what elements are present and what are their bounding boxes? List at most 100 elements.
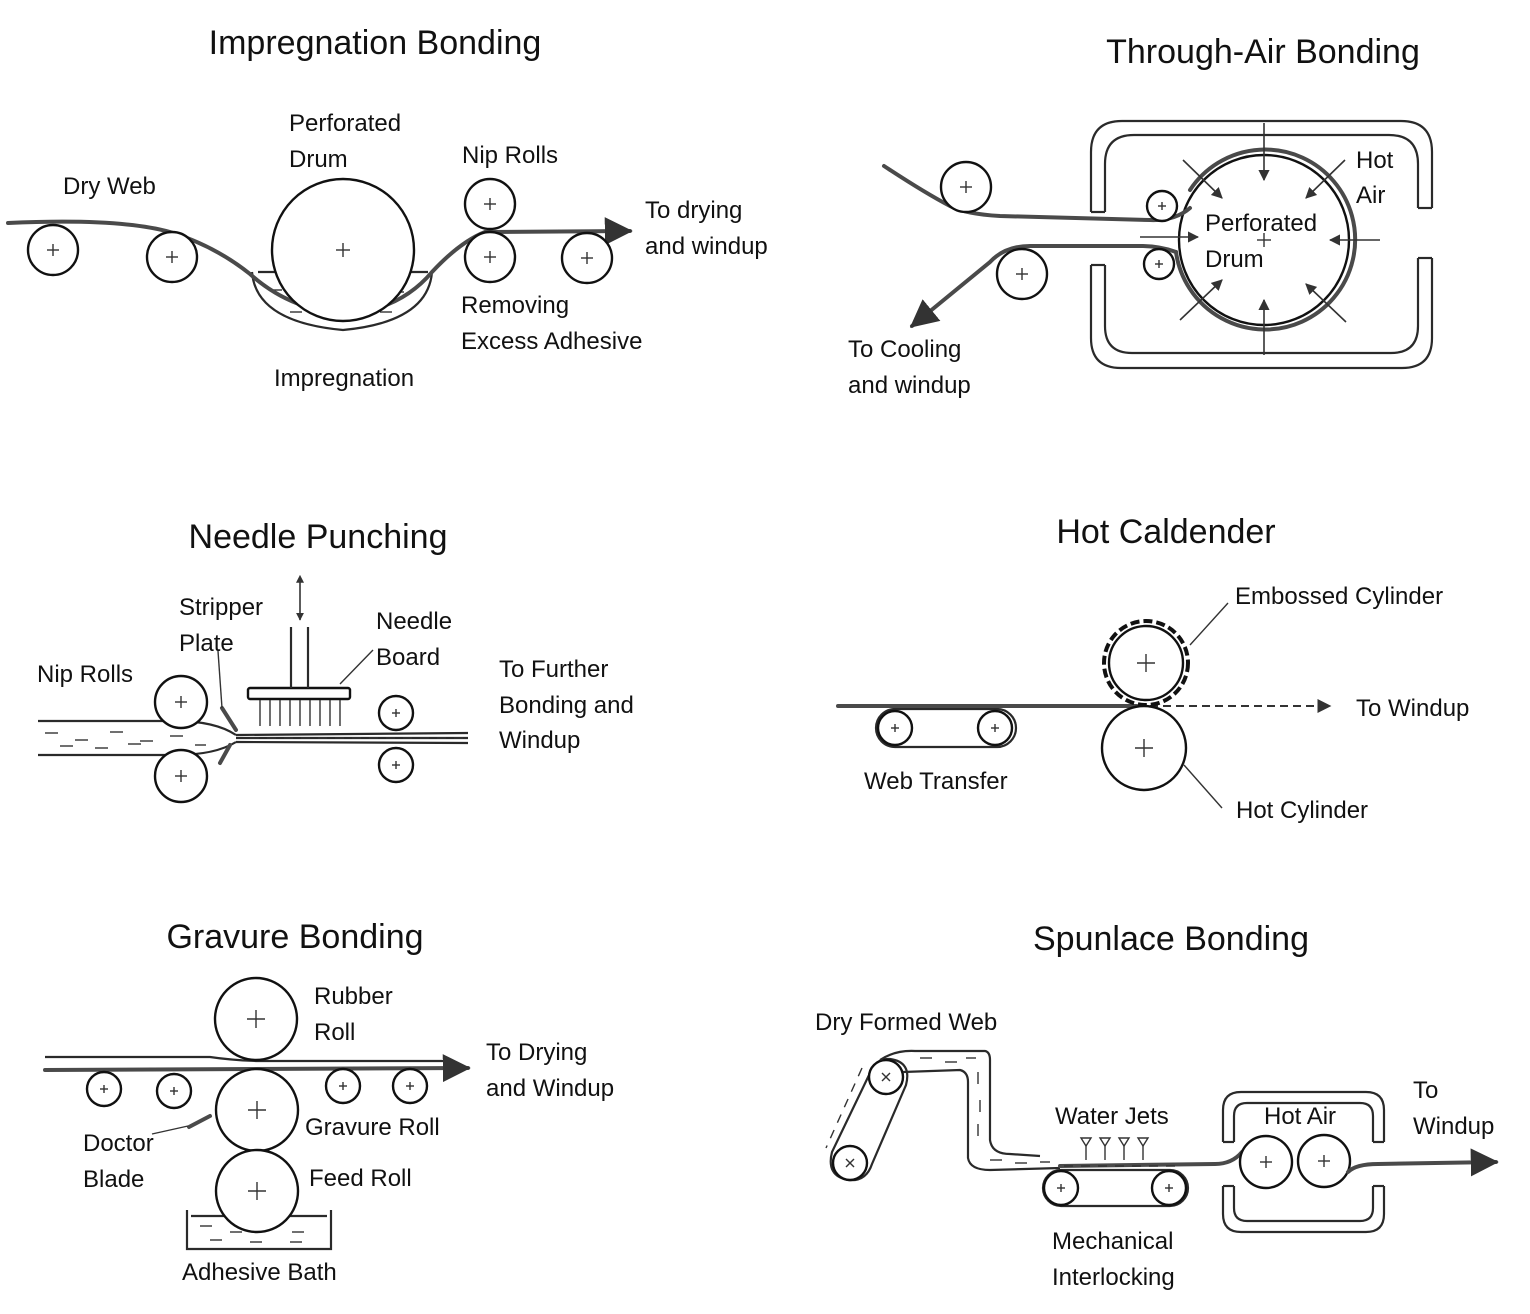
bath-label: Adhesive Bath (182, 1259, 337, 1286)
feed-roll (214, 1148, 300, 1234)
spunlace-web-out (1346, 1148, 1499, 1177)
belt-roll (1150, 1169, 1188, 1207)
out-label-2: Bonding and (499, 692, 634, 719)
belt-roll (867, 1058, 905, 1096)
gravure-roll (214, 1067, 300, 1153)
out-label-2: and Windup (486, 1075, 614, 1102)
rubber-roll (213, 976, 299, 1062)
guide-roll (560, 231, 614, 285)
hot-air-label: Hot Air (1264, 1103, 1336, 1130)
panel-impregnation: Impregnation Bonding Dry Web Perforated … (6, 24, 768, 392)
gravure-title: Gravure Bonding (166, 918, 423, 956)
rubber-label-1: Rubber (314, 983, 393, 1010)
board-label-1: Needle (376, 608, 452, 635)
remove-label-2: Excess Adhesive (461, 328, 642, 355)
nip-roll-top (463, 177, 517, 231)
small-roll (377, 694, 415, 732)
remove-label-1: Removing (461, 292, 569, 319)
nip-rolls-label: Nip Rolls (37, 661, 133, 688)
embossed-label: Embossed Cylinder (1235, 583, 1443, 610)
drum-label-2: Drum (289, 146, 348, 173)
spunlace-web-outer (879, 1049, 1041, 1158)
through-air-title: Through-Air Bonding (1106, 33, 1420, 71)
adhesive-bath (185, 1210, 333, 1251)
dryer-roll (1238, 1134, 1294, 1190)
impregnation-web (6, 217, 633, 317)
gravure-roll-label: Gravure Roll (305, 1114, 440, 1141)
panel-spunlace: Spunlace Bonding (815, 920, 1499, 1291)
guide-roll (995, 247, 1049, 301)
panel-hot-calender: Hot Caldender Embossed Cylinder To Windu… (836, 513, 1469, 824)
dry-formed-label: Dry Formed Web (815, 1009, 997, 1036)
spunlace-title: Spunlace Bonding (1033, 920, 1309, 958)
belt-roll (876, 709, 914, 747)
guide-roll (145, 230, 199, 284)
hood-bottom (1089, 258, 1434, 370)
needle-title: Needle Punching (189, 518, 448, 556)
panel-gravure: Gravure Bonding Rubber Roll To Drying an… (43, 918, 614, 1286)
needle-board (246, 686, 352, 701)
belt-roll (831, 1144, 869, 1182)
hood-top (1089, 119, 1434, 212)
through-air-web-out (909, 244, 1178, 328)
calender-title: Hot Caldender (1056, 513, 1275, 551)
out-label-2: and windup (848, 372, 971, 399)
small-roll (377, 746, 415, 784)
small-roll (1142, 247, 1176, 281)
stripper-label-1: Stripper (179, 594, 263, 621)
feed-roll-label: Feed Roll (309, 1165, 412, 1192)
small-roll (1145, 189, 1179, 223)
hot-cylinder (1100, 704, 1188, 792)
needles (259, 700, 341, 726)
out-label-1: To Further (499, 656, 608, 683)
belt-roll (1042, 1169, 1080, 1207)
water-jets-label: Water Jets (1055, 1103, 1169, 1130)
hot-air-hood (1221, 1090, 1386, 1142)
stripper-plate (220, 706, 238, 732)
needle-web-thin (235, 731, 469, 737)
rubber-label-2: Roll (314, 1019, 355, 1046)
drum-label-1: Perforated (289, 110, 401, 137)
web-transfer-label: Web Transfer (864, 768, 1008, 795)
windup-label: To Windup (1356, 695, 1469, 722)
out-label-3: Windup (499, 727, 580, 754)
embossed-cylinder (1102, 619, 1190, 707)
panel-needle-punching: Needle Punching Str (37, 518, 634, 804)
board-label-2: Board (376, 644, 440, 671)
doctor-label-1: Doctor (83, 1130, 154, 1157)
through-air-web-in (882, 164, 1192, 223)
dry-web-label: Dry Web (63, 173, 156, 200)
guide-roll (939, 160, 993, 214)
doctor-blade (187, 1114, 212, 1129)
perforated-drum (270, 177, 416, 323)
dryer-roll (1296, 1133, 1352, 1189)
hot-air-arrows (1140, 123, 1380, 355)
nip-roll-bottom (463, 230, 517, 284)
hot-air-label-1: Hot (1356, 147, 1394, 174)
nip-roll-bottom (153, 748, 209, 804)
nip-rolls-label: Nip Rolls (462, 142, 558, 169)
impregnation-bath (250, 271, 434, 332)
small-roll (85, 1070, 123, 1108)
out-label-1: To Drying (486, 1039, 587, 1066)
water-jets (1079, 1137, 1150, 1160)
out-label-1: To drying (645, 197, 742, 224)
mech-label-2: Interlocking (1052, 1264, 1175, 1291)
small-roll (324, 1067, 362, 1105)
small-roll (391, 1067, 429, 1105)
stripper-label-2: Plate (179, 630, 234, 657)
mech-label-1: Mechanical (1052, 1228, 1173, 1255)
belt-roll (976, 709, 1014, 747)
hot-air-label-2: Air (1356, 182, 1385, 209)
needle-web-thick (38, 719, 237, 736)
out-label-2: Windup (1413, 1113, 1494, 1140)
impregnation-title: Impregnation Bonding (209, 24, 542, 62)
guide-roll (26, 223, 80, 277)
drum-label-1: Perforated (1205, 210, 1317, 237)
nip-roll-top (153, 674, 209, 730)
panel-through-air: Through-Air Bonding (848, 33, 1434, 399)
small-roll (155, 1072, 193, 1110)
out-label-1: To (1413, 1077, 1438, 1104)
doctor-label-2: Blade (83, 1166, 144, 1193)
